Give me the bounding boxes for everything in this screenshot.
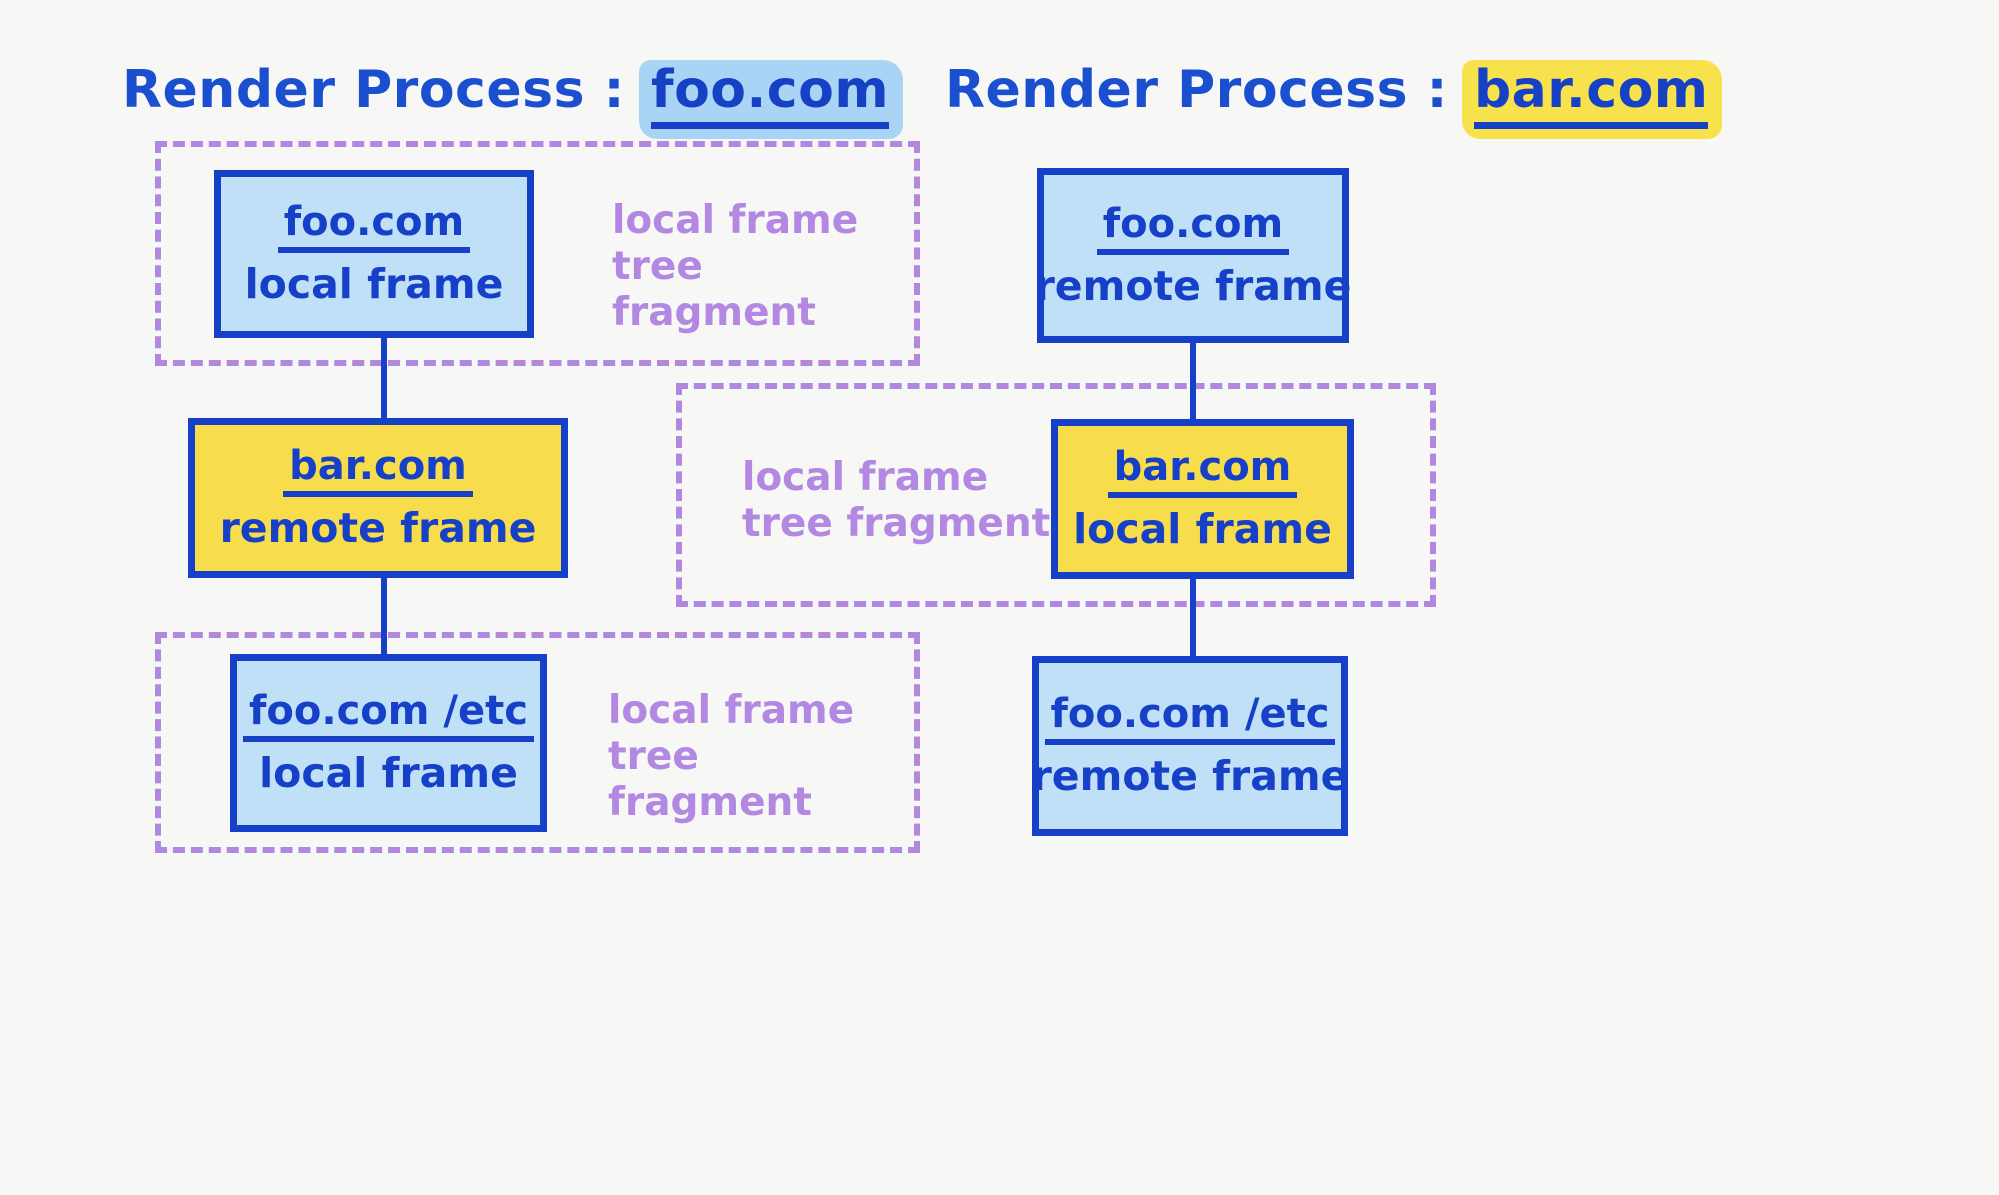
- frame-tree-fragment-label-left-top: local frame tree fragment: [612, 198, 859, 336]
- frame-tree-fragment-region-right-middle: [676, 383, 1436, 607]
- connector-left-2-3: [381, 578, 387, 654]
- frame-host-right-2: bar.com: [1107, 446, 1298, 499]
- frame-box-left-fooetc-local[interactable]: foo.com /etc local frame: [230, 654, 547, 832]
- connector-right-2-3: [1190, 579, 1196, 656]
- render-process-title-bar: Render Process : bar.com: [945, 58, 1723, 139]
- frame-tree-fragment-label-left-bottom: local frame tree fragment: [608, 688, 855, 826]
- render-process-title-label-right: Render Process :: [945, 60, 1448, 120]
- frame-box-right-foo-remote[interactable]: foo.com remote frame: [1034, 168, 1352, 343]
- frame-host-right-3: foo.com /etc: [1044, 693, 1336, 746]
- frame-tree-fragment-region-left-bottom: [155, 632, 920, 853]
- frame-tree-fragment-label-right-middle: local frame tree fragment: [742, 455, 1051, 547]
- render-process-host-foo: foo.com: [638, 58, 904, 139]
- frame-kind-left-2: remote frame: [219, 504, 537, 553]
- frame-box-right-bar-local[interactable]: bar.com local frame: [1051, 419, 1354, 579]
- render-process-title-label-left: Render Process :: [122, 60, 625, 120]
- frame-box-left-bar-remote[interactable]: bar.com remote frame: [188, 418, 568, 578]
- frame-host-left-3: foo.com /etc: [243, 690, 534, 743]
- frame-kind-left-1: local frame: [244, 260, 504, 309]
- frame-host-left-1: foo.com: [277, 201, 471, 254]
- render-process-host-bar: bar.com: [1461, 58, 1723, 139]
- frame-kind-right-3: remote frame: [1031, 752, 1349, 801]
- connector-right-1-2: [1190, 343, 1196, 419]
- frame-kind-left-3: local frame: [259, 749, 518, 798]
- frame-box-left-foo-local[interactable]: foo.com local frame: [214, 170, 534, 338]
- render-process-title-foo: Render Process : foo.com: [122, 58, 904, 139]
- frame-tree-fragment-region-left-top: [155, 141, 920, 366]
- frame-box-right-fooetc-remote[interactable]: foo.com /etc remote frame: [1032, 656, 1348, 836]
- frame-kind-right-2: local frame: [1073, 505, 1332, 554]
- frame-host-right-1: foo.com: [1096, 203, 1290, 255]
- frame-kind-right-1: remote frame: [1034, 261, 1352, 310]
- connector-left-1-2: [381, 338, 387, 430]
- frame-host-left-2: bar.com: [283, 445, 473, 498]
